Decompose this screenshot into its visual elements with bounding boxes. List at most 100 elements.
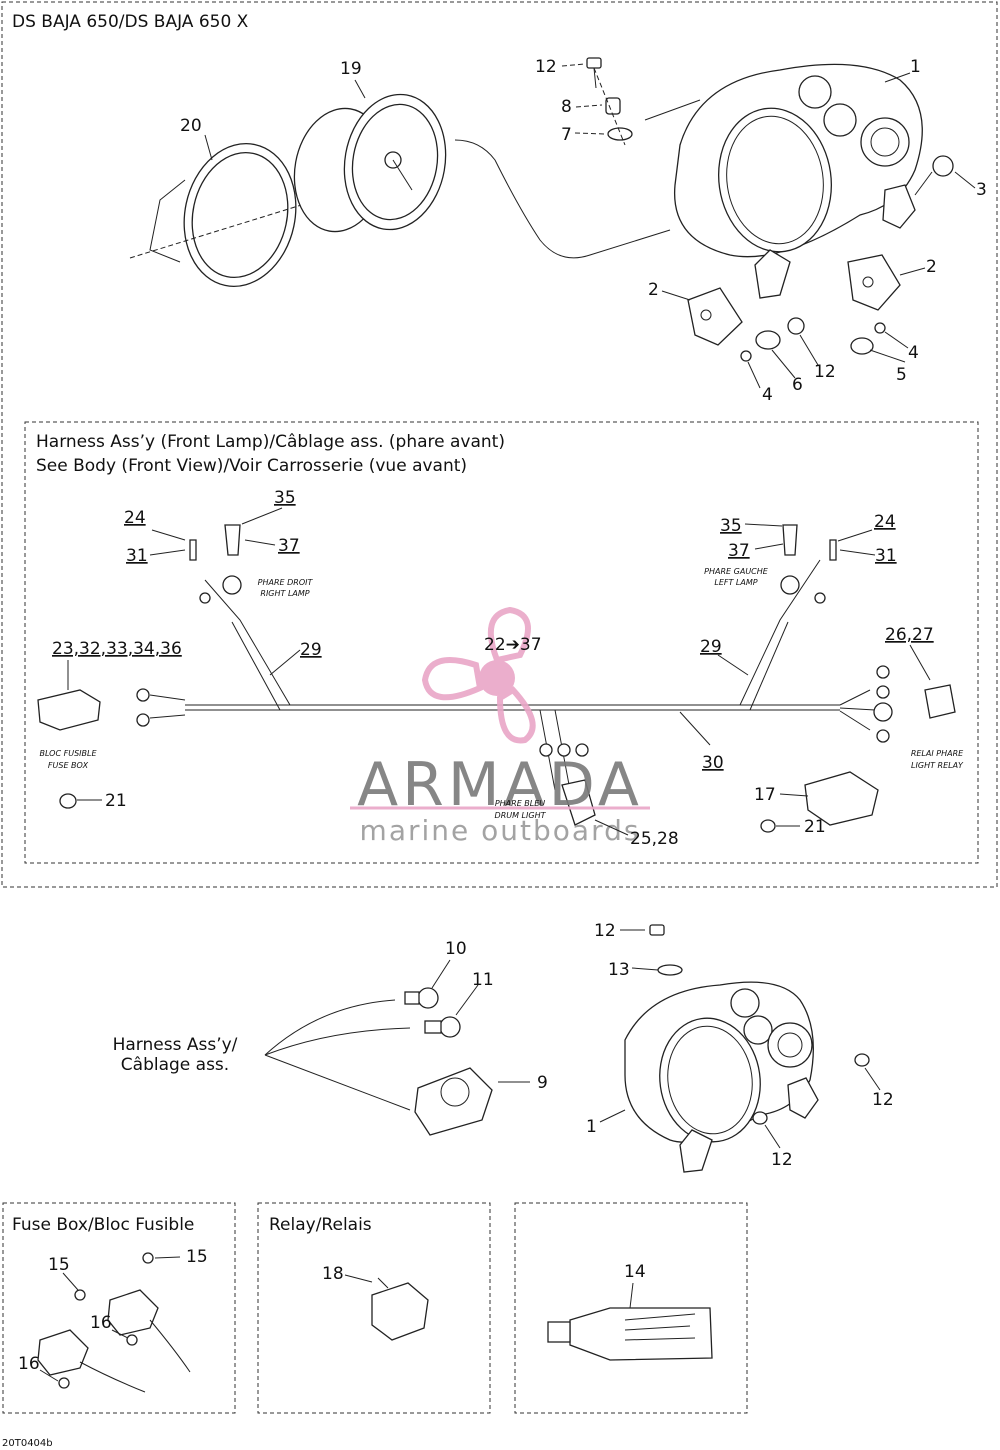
- callout: 15: [186, 1247, 208, 1267]
- screw-part: [787, 317, 805, 335]
- fuse-box-parts: [37, 1252, 191, 1393]
- callout: 1: [586, 1117, 597, 1137]
- callout: 16: [18, 1354, 40, 1374]
- callout: 18: [322, 1264, 344, 1284]
- tiny-label: RELAI PHARE: [911, 749, 964, 758]
- washer-part: [755, 330, 781, 350]
- lamp-connector-part: [224, 524, 241, 556]
- fuse-box-connector-part: [37, 689, 101, 731]
- harness-assy-label-1: Harness Ass’y/: [113, 1035, 238, 1055]
- screw-spacer-grommet-parts: [586, 57, 701, 146]
- callout: 35: [274, 488, 296, 508]
- callout: 5: [896, 365, 907, 385]
- callout: 4: [908, 343, 919, 363]
- callout: 20: [180, 116, 202, 136]
- tiny-label: DRUM LIGHT: [495, 811, 547, 820]
- main-section-frame: [1, 1, 998, 888]
- callout: 22➔37: [484, 635, 542, 655]
- lamp-connector-part: [782, 524, 798, 556]
- speedometer-gauge-part: [293, 93, 671, 259]
- callout-numbers: 1 3 2 2 4 6 12 5 4 12 8 7 20 19 24 31 35…: [18, 57, 987, 1374]
- main-section-title: DS BAJA 650/DS BAJA 650 X: [12, 12, 249, 32]
- terminal-part: [189, 539, 197, 561]
- harness-connectors: [136, 575, 893, 757]
- knob-part: [932, 155, 954, 177]
- tiny-label: FUSE BOX: [48, 761, 89, 770]
- callout: 12: [594, 921, 616, 941]
- callout: 7: [561, 125, 572, 145]
- callout: 13: [608, 960, 630, 980]
- callout: 1: [910, 57, 921, 77]
- fuse-box-title: Fuse Box/Bloc Fusible: [12, 1215, 194, 1235]
- callout: 37: [278, 536, 300, 556]
- callout: 12: [872, 1090, 894, 1110]
- callout: 12: [814, 362, 836, 382]
- tiny-label: PHARE GAUCHE: [704, 567, 769, 576]
- callout: 2: [648, 280, 659, 300]
- bracket-part: [847, 254, 901, 311]
- harness-assy-label-2: Câblage ass.: [121, 1055, 229, 1075]
- callout: 24: [124, 508, 146, 528]
- callout: 31: [875, 546, 897, 566]
- tiny-label: RIGHT LAMP: [260, 589, 309, 598]
- grease-tube-part: [547, 1307, 713, 1361]
- tiny-label: PHARE BLEU: [495, 799, 545, 808]
- callout: 25,28: [630, 829, 679, 849]
- watermark-tagline: marine outboards: [360, 814, 641, 847]
- callout: 21: [804, 817, 826, 837]
- terminal-part: [829, 539, 837, 561]
- callout: 37: [728, 541, 750, 561]
- bracket-part: [687, 287, 743, 346]
- callout: 26,27: [885, 625, 934, 645]
- callout: 21: [105, 791, 127, 811]
- bulb-and-switch-parts: [264, 987, 493, 1136]
- nut-part: [59, 793, 77, 809]
- callout: 4: [762, 385, 773, 405]
- fuse-box-frame: [2, 1202, 236, 1414]
- instrument-cluster-housing-part: [673, 63, 923, 299]
- relay-frame: [257, 1202, 491, 1414]
- relay-title: Relay/Relais: [269, 1215, 372, 1235]
- callout: 24: [874, 512, 896, 532]
- harness-section-frame: [24, 421, 979, 864]
- callout: 14: [624, 1262, 646, 1282]
- nut-part: [740, 350, 752, 362]
- callout: 29: [700, 637, 722, 657]
- relay-bottom-part: [371, 1277, 429, 1341]
- nut-part: [874, 322, 886, 334]
- tiny-label: BLOC FUSIBLE: [39, 749, 97, 758]
- tiny-label: LIGHT RELAY: [911, 761, 964, 770]
- callout: 2: [926, 257, 937, 277]
- callout: 31: [126, 546, 148, 566]
- callout: 10: [445, 939, 467, 959]
- washer-part: [850, 337, 874, 355]
- gauge-ring-part: [129, 143, 351, 287]
- callout: 12: [771, 1150, 793, 1170]
- figure-code: 20T0404b: [2, 1438, 53, 1449]
- harness-title-line-2: See Body (Front View)/Voir Carrosserie (…: [36, 456, 467, 476]
- callout: 17: [754, 785, 776, 805]
- callout: 29: [300, 640, 322, 660]
- drum-light-part: [561, 779, 596, 826]
- callout: 3: [976, 180, 987, 200]
- nut-part: [760, 819, 776, 833]
- callout: 9: [537, 1073, 548, 1093]
- callout: 35: [720, 516, 742, 536]
- relay-connector-part: [924, 684, 956, 719]
- callout: 8: [561, 97, 572, 117]
- instrument-cluster-housing-part-2: [624, 924, 870, 1173]
- callout: 6: [792, 375, 803, 395]
- callout: 19: [340, 59, 362, 79]
- tube-frame: [514, 1202, 748, 1414]
- leader-lines: [39, 63, 976, 1382]
- callout: 23,32,33,34,36: [52, 639, 182, 659]
- callout: 30: [702, 753, 724, 773]
- callout: 15: [48, 1255, 70, 1275]
- armada-watermark: ARMADA marine outboards: [350, 606, 650, 847]
- tiny-label: LEFT LAMP: [714, 578, 757, 587]
- callout: 16: [90, 1313, 112, 1333]
- harness-title-line-1: Harness Ass’y (Front Lamp)/Câblage ass. …: [36, 432, 505, 452]
- callout: 11: [472, 970, 494, 990]
- relay-part: [804, 771, 879, 826]
- tiny-label: PHARE DROIT: [258, 578, 314, 587]
